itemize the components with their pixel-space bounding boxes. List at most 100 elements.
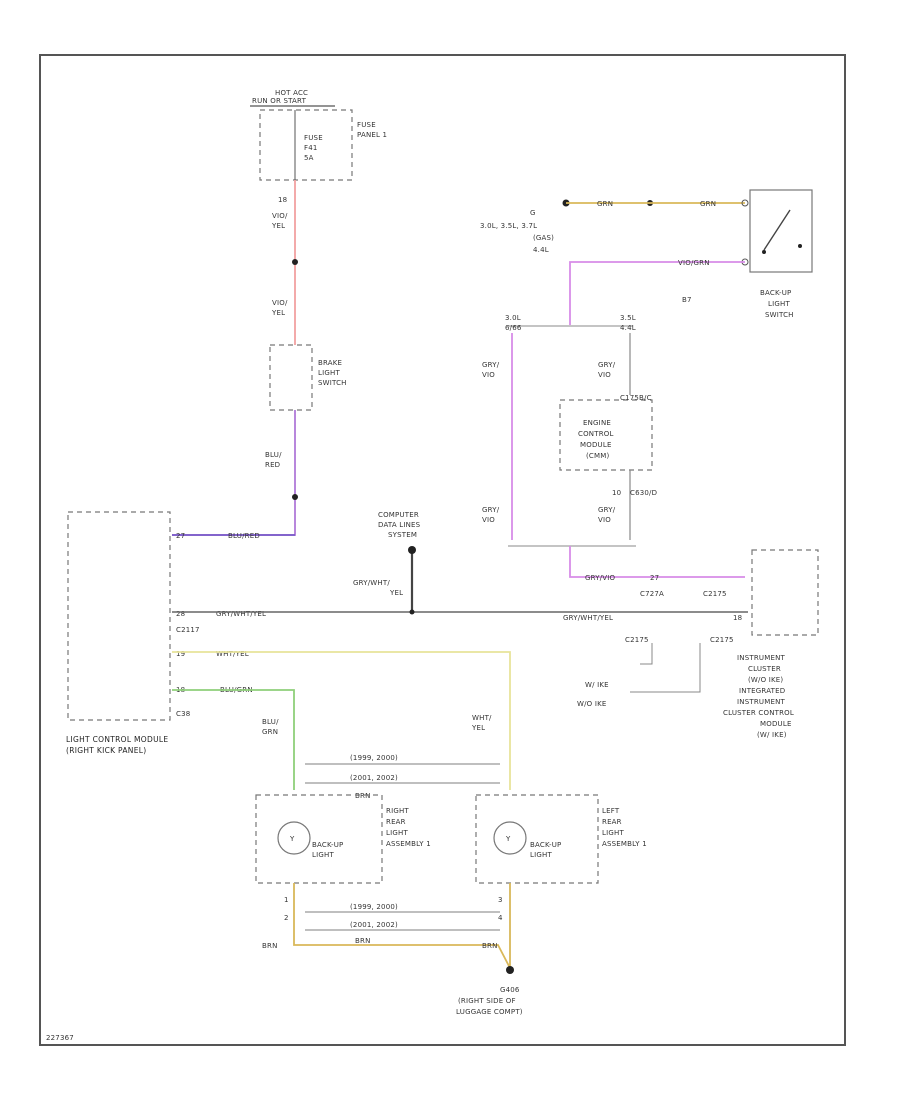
lcm-wire-wht-yel: WHT/YEL: [216, 650, 249, 658]
lcm-conn: C2117: [176, 626, 200, 634]
rr-4: ASSEMBLY 1: [386, 840, 431, 848]
label-gear-3: GRN: [700, 200, 716, 208]
cdl-label-3: SYSTEM: [388, 531, 417, 539]
label-engines-1: 3.0L, 3.5L, 3.7L: [480, 222, 537, 230]
label-fuse-panel-2: PANEL 1: [357, 131, 387, 139]
gnd-1: G406: [500, 986, 520, 994]
ecm-box: [559, 399, 653, 471]
wire-brn-right: [293, 883, 511, 969]
pin-4: 4: [498, 914, 503, 922]
gry-vio-low-2: VIO: [482, 516, 495, 524]
splice-dot-2: [292, 494, 298, 500]
ic-conn-1: C727A: [640, 590, 664, 598]
backup-switch-pivot: [762, 250, 766, 254]
lcm-wire-gry: GRY/WHT/YEL: [216, 610, 266, 618]
ic-conn-3: C2175: [625, 636, 649, 644]
wht-yel-1: WHT/: [472, 714, 492, 722]
right-rear-box: [255, 794, 383, 884]
label-hot-acc: HOT ACC: [275, 89, 308, 97]
blu-grn-2: GRN: [262, 728, 278, 736]
ic-wire-gry: GRY/WHT/YEL: [563, 614, 613, 622]
ic-7: MODULE: [760, 720, 792, 728]
gry-vio-r2: VIO: [598, 371, 611, 379]
backup-switch-box: [749, 189, 813, 273]
rr-bulb-2: LIGHT: [312, 851, 334, 859]
lr-4: ASSEMBLY 1: [602, 840, 647, 848]
label-gear-1: G: [530, 209, 536, 217]
wire-blu-grn: [172, 689, 295, 790]
ic-pin-27: 27: [650, 574, 659, 582]
label-pin-18: 18: [278, 196, 287, 204]
yr-c: (1999, 2000): [350, 903, 398, 911]
ic-4: INTEGRATED: [739, 687, 785, 695]
pin-3: 3: [498, 896, 503, 904]
label-fuse-amp: 5A: [304, 154, 314, 162]
ecm-1: ENGINE: [583, 419, 611, 427]
data-splice-dot: [409, 609, 415, 615]
ic-conn-2: C2175: [703, 590, 727, 598]
wht-yel-2: YEL: [471, 724, 485, 732]
label-brake-3: SWITCH: [318, 379, 347, 387]
ecm-left-1: 3.0L: [505, 314, 521, 322]
ecm-conn-top: C175B/C: [620, 394, 652, 402]
yr-b-1: (2001, 2002): [350, 774, 398, 782]
fuse-panel-box: [259, 109, 353, 181]
cdl-wire-1: GRY/WHT/: [353, 579, 390, 587]
lr-bulb-1: BACK-UP: [530, 841, 561, 849]
ecm-right-2: 4.4L: [620, 324, 636, 332]
ic-box: [751, 549, 819, 636]
lcm-pin-28: 28: [176, 610, 185, 618]
rr-bulb-1: BACK-UP: [312, 841, 343, 849]
lr-bulb-2: LIGHT: [530, 851, 552, 859]
label-engines-3: 4.4L: [533, 246, 549, 254]
diagram-frame: [39, 54, 846, 1046]
label-gear-2: GRN: [597, 200, 613, 208]
label-wire-2b: YEL: [271, 309, 285, 317]
ecm-3: MODULE: [580, 441, 612, 449]
wire-wht-yel: [172, 651, 511, 790]
ic-wire-grn: GRY/VIO: [585, 574, 616, 582]
brake-switch-box: [269, 344, 313, 411]
label-vlm-wire: VIO/GRN: [678, 259, 710, 267]
yr-b-2: BRN: [355, 792, 371, 800]
gnd-3: LUGGAGE COMPT): [456, 1008, 523, 1016]
ike-branch-1: [640, 643, 653, 665]
gry-vio-low-3: GRY/: [598, 506, 616, 514]
lcm-label-1: LIGHT CONTROL MODULE: [66, 735, 168, 744]
label-wo-ike: W/ IKE: [585, 681, 609, 689]
wire-gry-vio-ic: [569, 546, 745, 578]
backup-sw-2: LIGHT: [768, 300, 790, 308]
lr-2: REAR: [602, 818, 622, 826]
ic-6: CLUSTER CONTROL: [723, 709, 794, 717]
gry-vio-low-4: VIO: [598, 516, 611, 524]
lr-bulb-filament: Y: [505, 835, 511, 843]
ike-branch-2: [630, 643, 701, 693]
ecm-right-1: 3.5L: [620, 314, 636, 322]
label-brake-2: LIGHT: [318, 369, 340, 377]
yr-d-2: BRN: [355, 937, 371, 945]
gry-vio-l1: GRY/: [482, 361, 500, 369]
label-fuse-panel: FUSE: [357, 121, 376, 129]
blu-grn-1: BLU/: [262, 718, 279, 726]
lcm-pin-27: 27: [176, 532, 185, 540]
ecm-conn-bot: C630/D: [630, 489, 657, 497]
rr-bulb-filament: Y: [289, 835, 295, 843]
ic-pin-18: 18: [733, 614, 742, 622]
yr-d-1: (2001, 2002): [350, 921, 398, 929]
yr-a: (1999, 2000): [350, 754, 398, 762]
ecm-4: (CMM): [586, 452, 609, 460]
cdl-wire-2: YEL: [389, 589, 403, 597]
ecm-pin-10: 10: [612, 489, 621, 497]
label-wire-1b: YEL: [271, 222, 285, 230]
splice-dot-1: [292, 259, 298, 265]
ground-dot: [506, 966, 514, 974]
rr-1: RIGHT: [386, 807, 409, 815]
lcm-wire-blu-red: BLU/RED: [228, 532, 260, 540]
ic-8: (W/ IKE): [757, 731, 787, 739]
gry-vio-low-1: GRY/: [482, 506, 500, 514]
lr-3: LIGHT: [602, 829, 624, 837]
label-engines-2: (GAS): [533, 234, 554, 242]
data-system-dot: [408, 546, 416, 554]
